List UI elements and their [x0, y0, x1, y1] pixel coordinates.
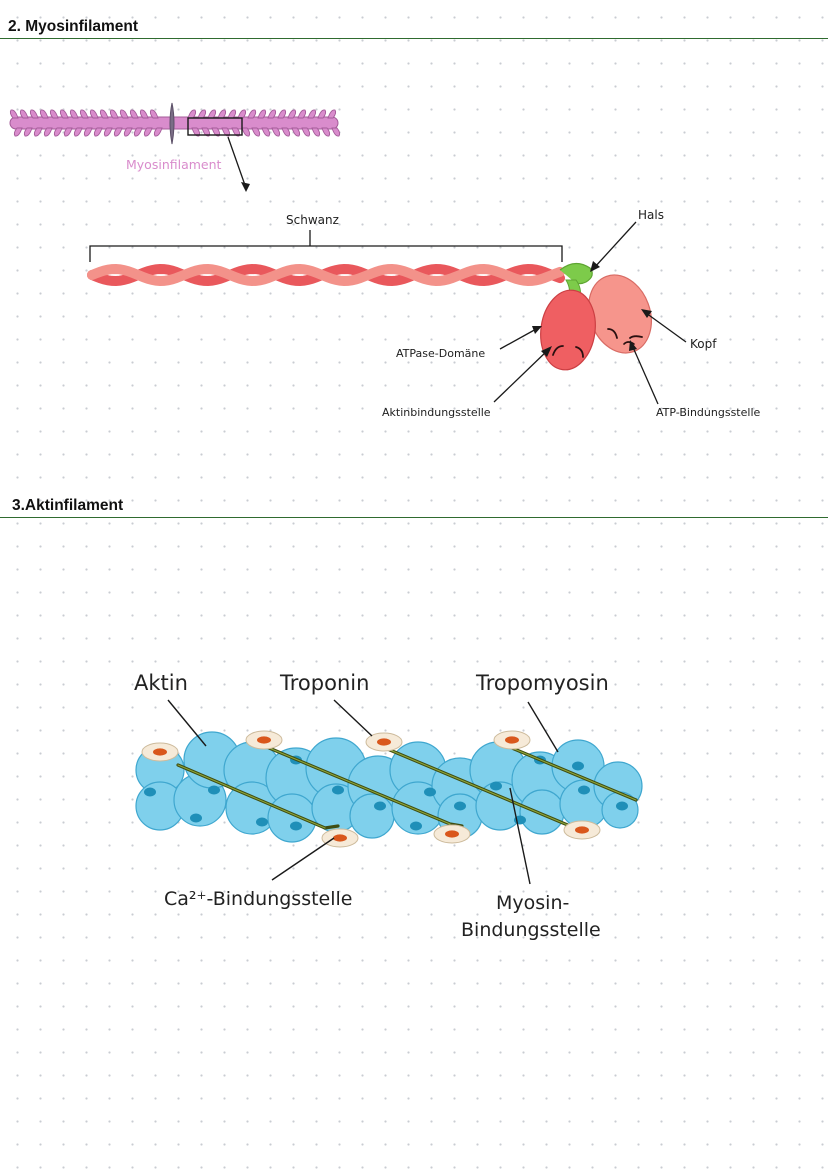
- actin-site-label: Aktinbindungsstelle: [382, 406, 491, 419]
- binding-spot: [616, 801, 628, 811]
- troponin-core: [505, 736, 519, 744]
- zoom-box: [187, 117, 243, 136]
- neck-pointer: [593, 221, 637, 269]
- actin-pointer: [167, 699, 207, 747]
- tropomyosin-label: Tropomyosin: [475, 671, 609, 695]
- binding-spot: [572, 761, 584, 771]
- actin-diagram: Aktin Troponin Tropomyosin Ca²⁺-Bindungs…: [134, 671, 643, 941]
- actin-site-pointer: [493, 349, 549, 403]
- atpase-label: ATPase-Domäne: [396, 347, 485, 360]
- binding-spot: [256, 817, 268, 827]
- ca-binding-site-label: Ca²⁺-Bindungsstelle: [164, 888, 352, 910]
- myosin-diagram: Myosinfilament Schwanz Hals Kopf ATPase-…: [9, 102, 760, 419]
- troponin-core: [377, 738, 391, 746]
- troponin-core: [257, 736, 271, 744]
- actin-globules: [135, 731, 643, 843]
- myosin-binding-site-label-2: Bindungsstelle: [461, 919, 601, 941]
- tropomyosin-pointer: [527, 701, 559, 753]
- actin-monomer: [267, 793, 317, 843]
- neck-label: Hals: [638, 208, 664, 222]
- atp-site-label: ATP-Bindungsstelle: [656, 406, 760, 419]
- actin-monomer: [519, 789, 565, 835]
- troponin-pointer: [333, 699, 373, 737]
- actin-monomer: [349, 793, 395, 839]
- troponin-core: [575, 826, 589, 834]
- binding-spot: [144, 787, 156, 797]
- head-pointer: [645, 312, 687, 343]
- section-title-myosin: 2. Myosinfilament: [8, 18, 139, 35]
- binding-spot: [208, 785, 220, 795]
- atp-binding-site-glyph: [607, 328, 643, 339]
- actin-binding-site-glyph: [552, 345, 584, 358]
- myosinfilament-label: Myosinfilament: [126, 157, 222, 172]
- head-label: Kopf: [690, 337, 717, 351]
- binding-spot: [410, 821, 422, 831]
- section-title-actin: 3.Aktinfilament: [12, 497, 124, 514]
- binding-spot: [454, 801, 466, 811]
- myosin-site-pointer: [509, 787, 531, 885]
- tail-bracket: [89, 230, 563, 262]
- troponin-core: [153, 748, 167, 756]
- tail-label: Schwanz: [286, 213, 339, 227]
- binding-spot: [424, 787, 436, 797]
- myosin-tail: [87, 263, 565, 287]
- zoom-arrow-head: [241, 182, 250, 192]
- atpase-pointer: [499, 327, 539, 350]
- troponin-core: [445, 830, 459, 838]
- actin-label: Aktin: [134, 671, 188, 695]
- binding-spot: [332, 785, 344, 795]
- binding-spot: [290, 821, 302, 831]
- atp-site-pointer: [631, 344, 659, 405]
- binding-spot: [578, 785, 590, 795]
- myosin-filament-overview: [9, 102, 341, 145]
- binding-spot: [374, 801, 386, 811]
- section-divider: [0, 517, 828, 518]
- ca-site-pointer: [271, 837, 335, 881]
- troponin-core: [333, 834, 347, 842]
- myosin-binding-site-label-1: Myosin-: [496, 892, 569, 914]
- binding-spot: [490, 781, 502, 791]
- troponin-label: Troponin: [279, 671, 369, 695]
- section-divider: [0, 38, 828, 39]
- binding-spot: [190, 813, 202, 823]
- zoom-arrow: [227, 136, 247, 189]
- troponin-complexes: [141, 730, 601, 848]
